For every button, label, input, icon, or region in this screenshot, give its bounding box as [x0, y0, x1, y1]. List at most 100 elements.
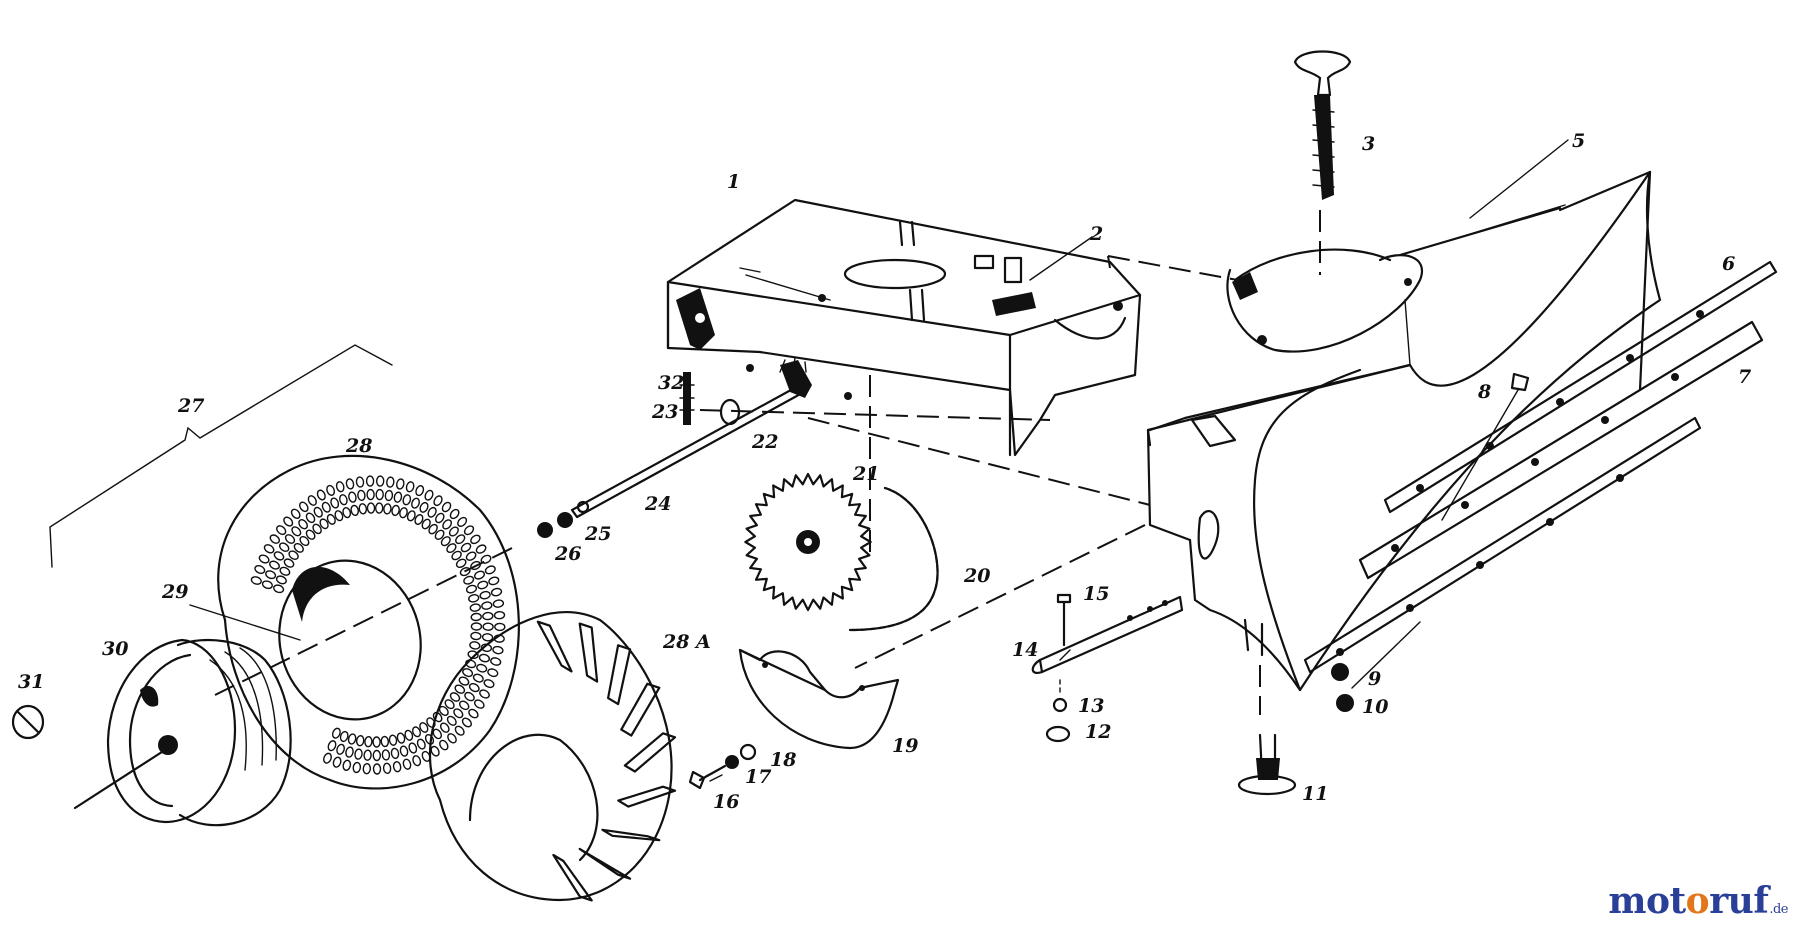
tread-block: [279, 566, 291, 576]
part-12-13-washers: [1045, 679, 1071, 743]
tread-block: [433, 495, 443, 507]
tread-block: [473, 570, 486, 580]
tread-block: [381, 749, 391, 761]
callout-13: 13: [1078, 695, 1104, 717]
tread-block: [440, 536, 451, 547]
tread-block: [399, 745, 409, 757]
tread-block: [345, 478, 355, 490]
part-25-26-washers: [537, 500, 590, 538]
tread-block: [364, 736, 373, 748]
tread-block: [439, 722, 450, 733]
tread-block: [442, 519, 452, 530]
tread-block: [470, 612, 482, 622]
tread-block: [386, 476, 395, 488]
tread-block: [391, 504, 400, 517]
tread-block: [468, 682, 480, 693]
tread-block: [406, 510, 416, 522]
callout-14: 14: [1012, 639, 1038, 661]
tread-block: [358, 503, 368, 515]
tread-block: [339, 730, 349, 743]
tread-block: [357, 489, 366, 502]
tread-block: [355, 735, 365, 747]
tread-block: [477, 580, 489, 590]
tire-lug: [578, 847, 632, 880]
callout-28a: 28 A: [662, 631, 711, 653]
tread-block: [275, 575, 287, 585]
part-9-10-nut: [1331, 621, 1421, 712]
tread-block: [366, 488, 375, 501]
logo-letter-o1: o: [1646, 880, 1670, 922]
tread-block: [408, 742, 418, 754]
tread-block: [472, 673, 484, 683]
part-27-bracket: [49, 344, 393, 568]
tread-block: [363, 749, 372, 761]
tread-block: [269, 534, 281, 544]
tread-block: [305, 529, 316, 540]
tire-lug: [601, 828, 661, 842]
tread-block: [382, 762, 392, 774]
tread-block: [319, 518, 329, 530]
tread-block: [326, 513, 336, 525]
part-28a-tractor-tire: [428, 611, 677, 902]
tread-block: [250, 576, 262, 585]
tread-block: [293, 542, 304, 553]
tread-block: [465, 659, 477, 669]
tread-block: [461, 717, 472, 728]
tread-block: [479, 689, 490, 699]
tread-block: [470, 534, 481, 545]
tread-block: [455, 558, 467, 568]
tread-block: [482, 611, 494, 621]
callout-31: 31: [18, 671, 44, 693]
tread-block: [354, 748, 363, 760]
part-1-frame-housing: [666, 198, 1142, 457]
tread-block: [355, 476, 365, 488]
tread-block: [449, 508, 460, 520]
part-20-chain: [848, 486, 939, 632]
tread-block: [482, 622, 494, 631]
tread-block: [424, 489, 434, 501]
tread-block: [342, 506, 352, 519]
tread-block: [490, 587, 503, 597]
tread-block: [278, 542, 290, 553]
tread-block: [432, 728, 443, 740]
tread-block: [446, 715, 457, 726]
part-32-23-stud: [679, 372, 695, 425]
tread-block: [434, 529, 445, 540]
tread-block: [469, 641, 481, 650]
tread-block: [393, 491, 403, 503]
tread-block: [470, 631, 482, 641]
callout-27: 27: [177, 395, 204, 417]
tread-block: [365, 475, 375, 487]
tire-lug: [578, 622, 599, 683]
tread-block: [451, 550, 462, 561]
tread-block: [458, 676, 470, 686]
tread-block: [415, 485, 425, 497]
tread-block: [430, 745, 440, 757]
tread-block: [490, 657, 502, 666]
callout-1: 1: [727, 171, 740, 193]
tread-block: [327, 740, 337, 752]
tread-block: [463, 525, 475, 536]
part-7-wear-strip: [1303, 320, 1764, 674]
tread-block: [411, 497, 420, 509]
tread-block: [348, 491, 357, 503]
callout-16: 16: [713, 791, 739, 813]
callout-28: 28: [345, 435, 372, 457]
callout-32: 32: [658, 372, 684, 394]
tread-block: [336, 743, 345, 755]
tire-tread: [250, 475, 506, 775]
tread-block: [468, 708, 479, 719]
tread-block: [448, 526, 459, 537]
tread-block: [457, 516, 468, 527]
tread-block: [399, 507, 408, 519]
tread-block: [330, 497, 340, 509]
tread-block: [283, 516, 294, 527]
callout-6: 6: [1722, 253, 1735, 275]
callout-5: 5: [1572, 130, 1585, 152]
part-19-cover: [738, 648, 900, 750]
tread-block: [462, 668, 474, 678]
tread-block: [454, 725, 465, 736]
tread-block: [438, 705, 449, 716]
tread-block: [468, 594, 480, 603]
tread-block: [335, 481, 345, 493]
